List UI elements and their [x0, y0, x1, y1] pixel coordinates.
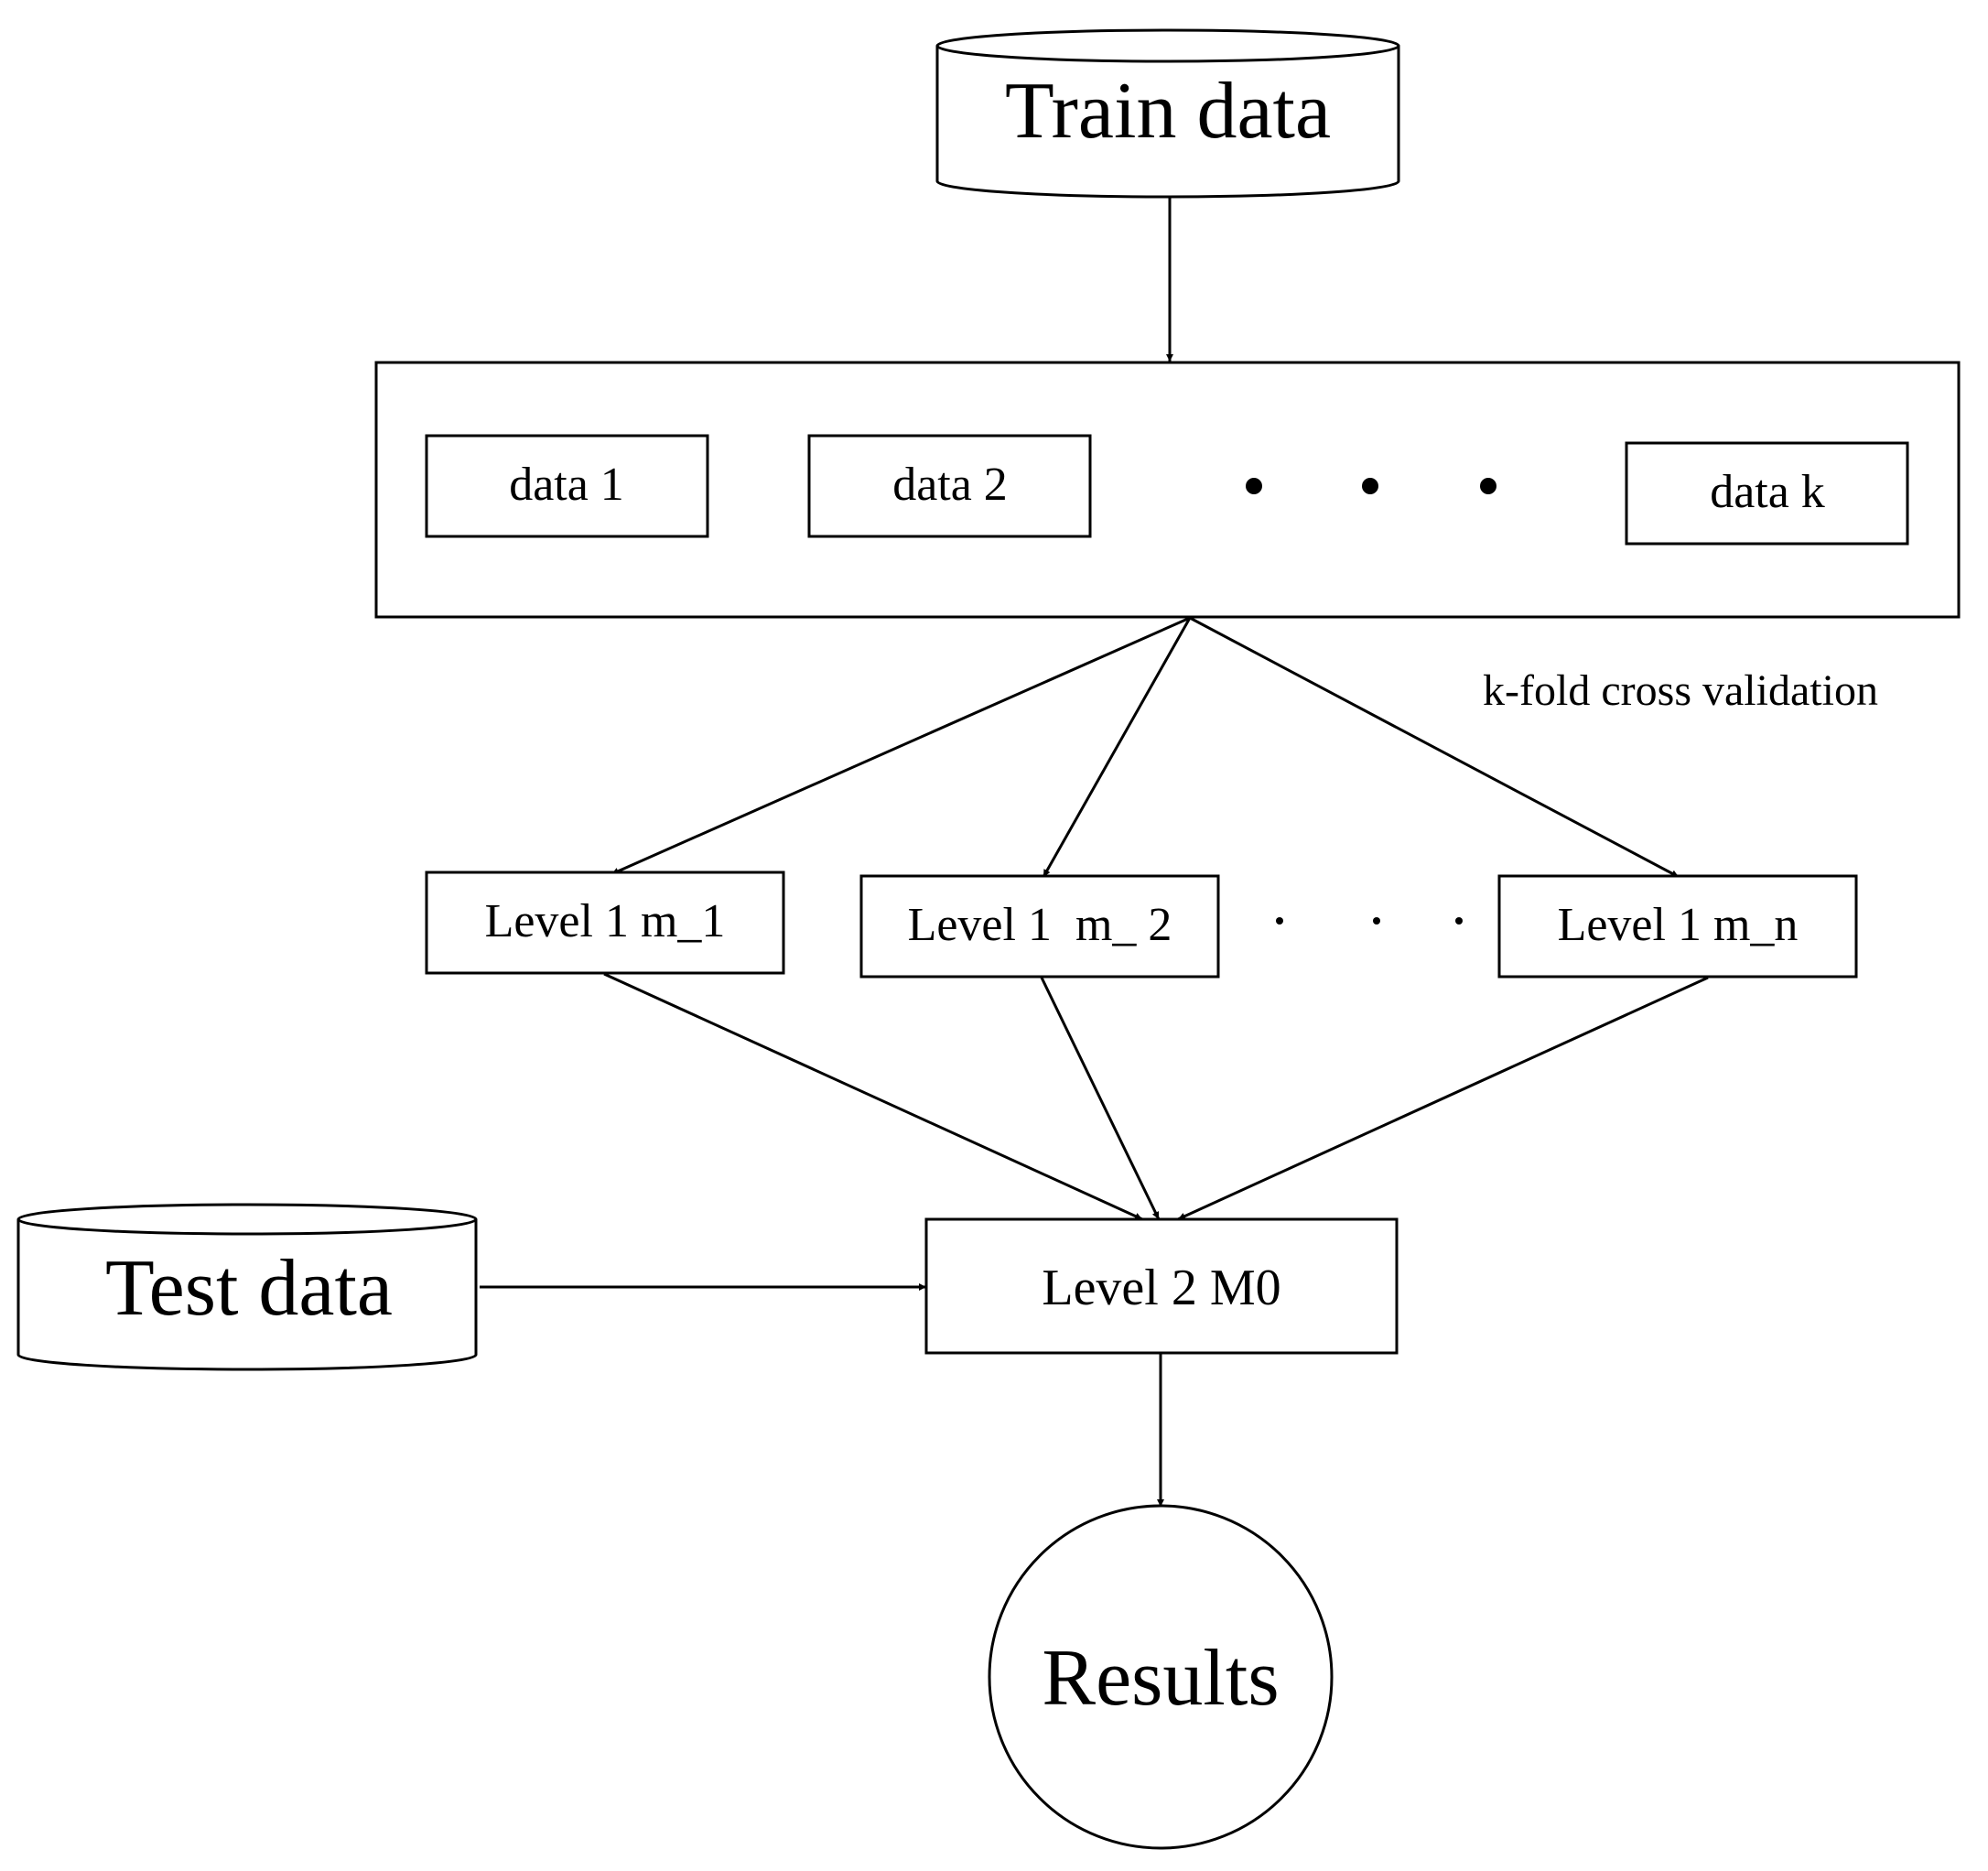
- edge-folds-to-level1-mn: [1189, 616, 1680, 879]
- level1-box-n: [1497, 874, 1858, 979]
- level2-model-node: Level 2 M0: [924, 1217, 1399, 1355]
- edge-level1-m1-to-level2: [603, 972, 1143, 1221]
- fold-label-2: data 2: [892, 459, 1008, 511]
- fold-label-k: data k: [1710, 466, 1825, 518]
- fold-ellipsis-dot-1: [1246, 478, 1262, 494]
- level2-box: [924, 1217, 1399, 1355]
- cross-validation-annotation: k-fold cross validation: [1483, 666, 1878, 715]
- test-data-cylinder: [16, 1203, 478, 1371]
- level1-label-2: Level 1 m_ 2: [908, 899, 1172, 951]
- train-data-node: Train data: [935, 28, 1400, 199]
- results-circle: [988, 1504, 1334, 1850]
- level2-label: Level 2 M0: [1042, 1260, 1280, 1316]
- edge-folds-to-level1-m2: [1042, 617, 1192, 878]
- train-data-label: Train data: [1005, 67, 1331, 156]
- level1-label-1: Level 1 m_1: [485, 895, 726, 947]
- edge-level1-mn-to-level2: [1177, 976, 1709, 1221]
- test-data-cylinder-rim: [16, 1218, 478, 1236]
- fold-box-k: [1625, 441, 1909, 546]
- level1-ellipsis-dot-3: [1455, 917, 1463, 925]
- level1-label-n: Level 1 m_n: [1558, 899, 1799, 951]
- edge-folds-to-level1-m1: [610, 616, 1191, 876]
- results-node: Results: [988, 1504, 1334, 1850]
- edge-level1-m2-to-level2: [1040, 977, 1161, 1220]
- level1-ellipsis-dot-1: [1276, 917, 1283, 925]
- train-data-cylinder: [935, 28, 1400, 199]
- fold-label-1: data 1: [509, 459, 624, 511]
- fold-box-1: [425, 434, 709, 538]
- train-data-cylinder-rim: [935, 45, 1400, 63]
- k-fold-container: data 1 data 2 data k: [374, 361, 1961, 619]
- level1-box-1: [425, 871, 785, 975]
- results-label: Results: [1042, 1634, 1279, 1723]
- level1-models: Level 1 m_1 Level 1 m_ 2 Level 1 m_n: [425, 871, 1858, 979]
- test-data-label: Test data: [105, 1244, 393, 1333]
- fold-box-2: [807, 434, 1092, 538]
- level1-box-2: [859, 874, 1220, 979]
- test-data-node: Test data: [16, 1203, 478, 1371]
- fold-ellipsis-dot-3: [1480, 478, 1496, 494]
- level1-ellipsis-dot-2: [1373, 917, 1380, 925]
- fold-ellipsis-dot-2: [1362, 478, 1378, 494]
